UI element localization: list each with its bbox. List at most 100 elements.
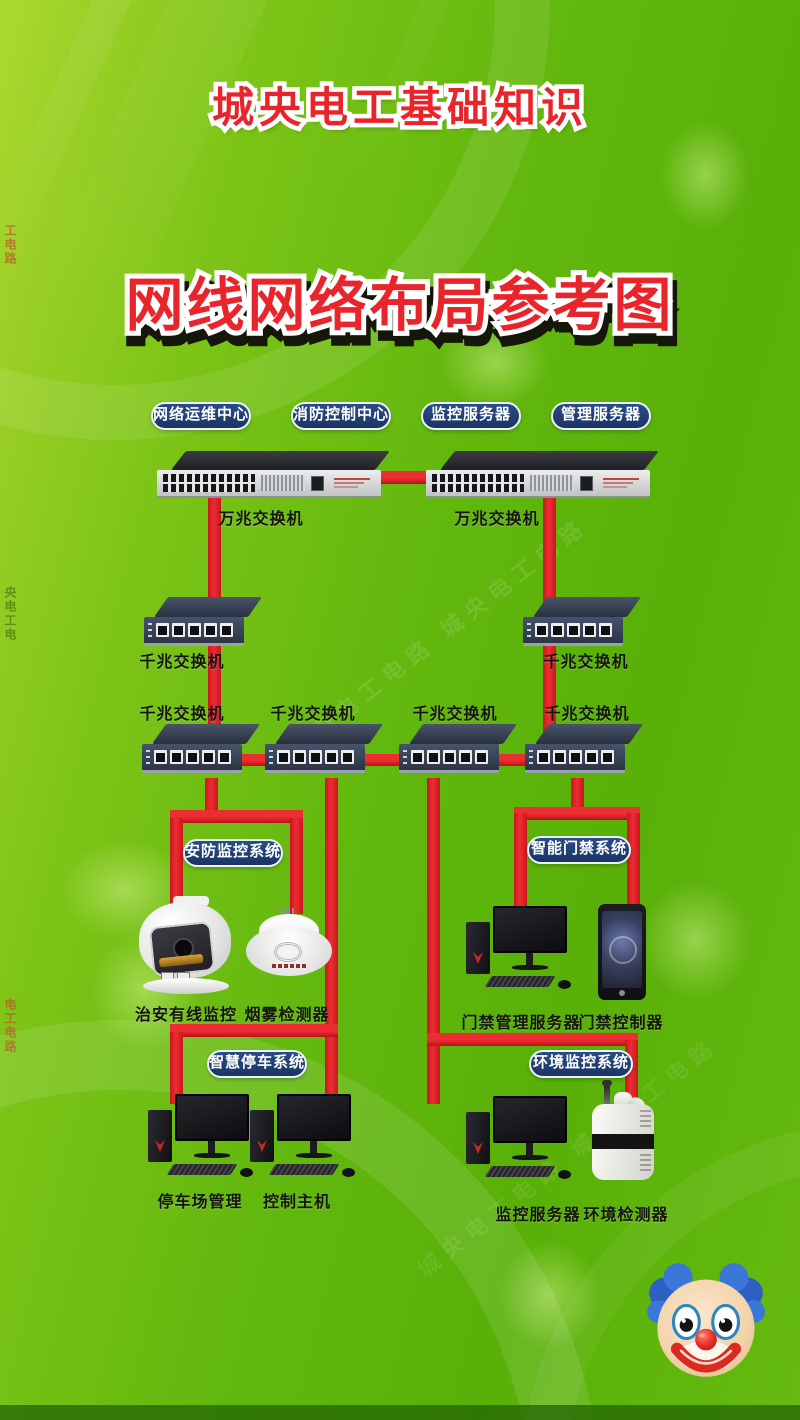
access-switch-4-label: 千兆交换机 — [544, 706, 630, 723]
monitor — [493, 1096, 567, 1143]
camera-lens-window — [148, 920, 216, 978]
access-switch-2 — [265, 724, 384, 776]
led-strip — [527, 623, 531, 641]
led-strip — [403, 750, 407, 768]
leaf-highlight — [660, 120, 750, 230]
badge-monitor-server: 监控服务器 — [421, 402, 521, 430]
monitor-server-computer — [466, 1096, 572, 1192]
edge-watermark: 电工电路 — [3, 998, 17, 1054]
core-switch-2-label: 万兆交换机 — [454, 511, 540, 528]
cable-env-bar — [427, 1033, 638, 1046]
speaker-grille — [280, 908, 296, 915]
monitor-server-label: 监控服务器 — [495, 1207, 581, 1224]
keyboard — [484, 976, 556, 987]
distribution-switch-1 — [144, 597, 263, 649]
led-strip — [148, 623, 152, 641]
access-switch-2-label: 千兆交换机 — [270, 706, 356, 723]
uplink-port — [580, 475, 593, 491]
leaf-highlight — [500, 1240, 600, 1350]
vent-slots — [640, 1154, 651, 1174]
system-badge-access: 智能门禁系统 — [527, 836, 631, 864]
cable-access-link-3-4 — [489, 754, 533, 766]
antenna — [602, 1080, 612, 1106]
keyboard — [268, 1164, 340, 1175]
environment-sensor-label: 环境检测器 — [583, 1207, 669, 1224]
cable-security-bar — [170, 810, 303, 823]
smoke-detector — [246, 906, 332, 984]
environment-sensor — [588, 1080, 660, 1182]
camera-label: 治安有线监控 — [134, 1007, 238, 1024]
core-switch-2 — [426, 451, 659, 500]
control-host-computer — [250, 1094, 356, 1190]
led-strip — [529, 750, 533, 768]
page-title: 城央电工基础知识 城央电工基础知识 — [207, 80, 588, 136]
switch-top-face — [440, 451, 659, 470]
edge-watermark: 工电路 — [3, 224, 17, 266]
access-controller-panel — [598, 904, 646, 1000]
access-server-computer — [466, 906, 572, 1002]
home-button — [619, 990, 625, 996]
uplink-port — [311, 475, 324, 491]
cable-access-link-2-3 — [362, 754, 407, 766]
pc-tower — [250, 1110, 274, 1162]
cable-to-smoke-detector — [290, 818, 303, 914]
monitor — [493, 906, 567, 953]
monitor — [277, 1094, 351, 1141]
parking-mgmt-computer — [148, 1094, 254, 1190]
distribution-switch-2 — [523, 597, 642, 649]
clown-face-icon — [644, 1260, 768, 1384]
vent-grid — [530, 475, 574, 491]
mouse — [558, 1170, 571, 1179]
pc-tower — [466, 1112, 490, 1164]
mouse — [240, 1168, 253, 1177]
vent-slots — [640, 1110, 651, 1130]
system-badge-parking: 智慧停车系统 — [207, 1050, 307, 1078]
cable-access-ctrl-stub — [571, 778, 584, 814]
access-switch-3 — [399, 724, 518, 776]
cable-to-camera — [170, 818, 183, 906]
dome-camera — [139, 896, 233, 998]
control-host-label: 控制主机 — [262, 1194, 332, 1211]
bottom-border-band — [0, 1405, 800, 1420]
access-server-label: 门禁管理服务器 — [461, 1015, 581, 1032]
cable-to-parking-mgmt — [170, 1032, 183, 1104]
cable-security-stub — [205, 778, 218, 816]
port-block — [432, 474, 524, 492]
access-switch-1 — [142, 724, 261, 776]
diagram-title: 网线网络布局参考图 网线网络布局参考图 网线网络布局参考图 — [120, 268, 681, 354]
port-block — [163, 474, 255, 492]
cable-env-trunk — [427, 778, 440, 1104]
cable-access-bar — [514, 807, 640, 820]
cable-to-access-server — [514, 813, 527, 921]
badge-management-server: 管理服务器 — [551, 402, 651, 430]
mouse — [342, 1168, 355, 1177]
badge-network-ops-center: 网络运维中心 — [151, 402, 251, 430]
system-badge-environment: 环境监控系统 — [529, 1050, 633, 1078]
core-switch-1 — [157, 451, 390, 500]
badge-fire-control-center: 消防控制中心 — [291, 402, 391, 430]
core-switch-1-label: 万兆交换机 — [218, 511, 304, 528]
mouse — [558, 980, 571, 989]
access-controller-label: 门禁控制器 — [578, 1015, 664, 1032]
access-switch-4 — [525, 724, 644, 776]
leaf-highlight — [440, 318, 550, 408]
parking-mgmt-label: 停车场管理 — [157, 1194, 243, 1211]
brand-marks — [330, 478, 375, 488]
keyboard — [166, 1164, 238, 1175]
pc-tower — [466, 922, 490, 974]
system-badge-security: 安防监控系统 — [183, 839, 283, 867]
keyboard — [484, 1166, 556, 1177]
access-switch-1-label: 千兆交换机 — [139, 706, 225, 723]
vent-grid — [261, 475, 305, 491]
led-strip — [269, 750, 273, 768]
access-switch-3-label: 千兆交换机 — [412, 706, 498, 723]
brand-marks — [599, 478, 644, 488]
distribution-switch-1-label: 千兆交换机 — [139, 654, 225, 671]
cable-to-access-controller — [627, 813, 640, 913]
monitor — [175, 1094, 249, 1141]
cable-core-link — [372, 471, 434, 484]
edge-watermark: 央电工电 — [3, 586, 17, 642]
pc-tower — [148, 1110, 172, 1162]
switch-top-face — [171, 451, 390, 470]
